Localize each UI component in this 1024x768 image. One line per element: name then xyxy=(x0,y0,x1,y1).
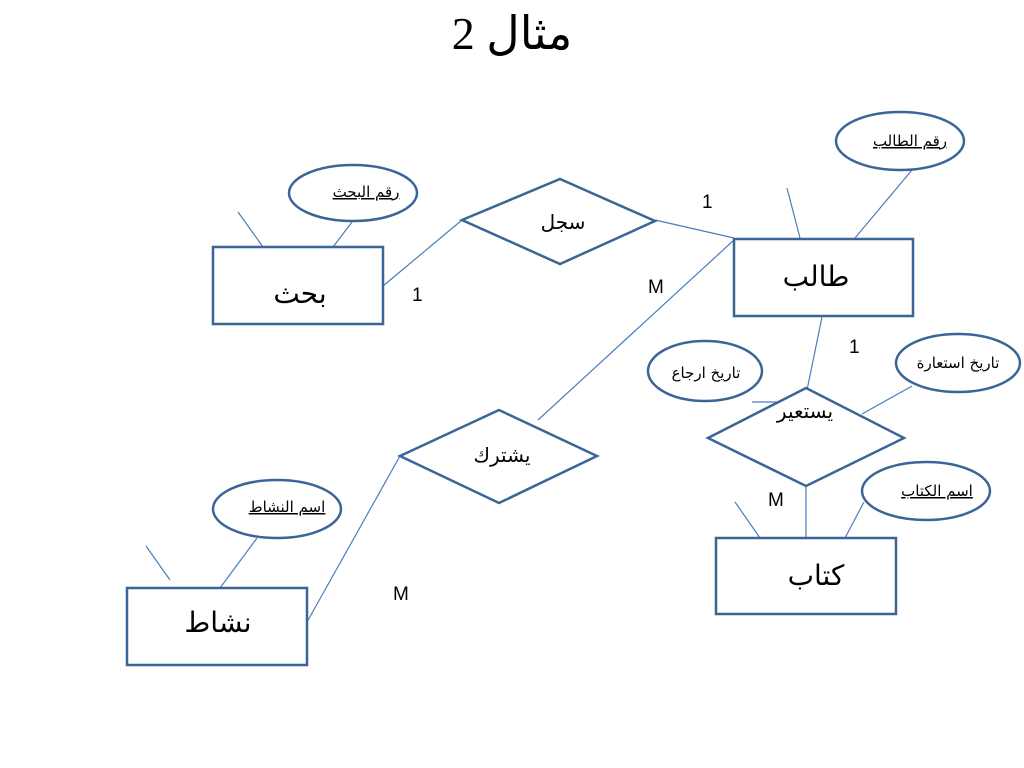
entity-activity[interactable]: نشاط xyxy=(125,586,309,667)
attribute-book-name[interactable]: اسم الكتاب xyxy=(860,460,992,522)
attribute-student-id-label: رقم الطالب xyxy=(873,132,947,150)
relationship-register[interactable]: سجل xyxy=(458,177,659,266)
line-extra-book xyxy=(734,501,761,539)
line-research-register xyxy=(382,219,463,287)
line-student-participate xyxy=(537,239,735,421)
attribute-research-id[interactable]: رقم البحث xyxy=(287,163,419,223)
cardinality-register-research: 1 xyxy=(412,285,423,306)
attribute-activity-name-label: اسم النشاط xyxy=(249,498,326,516)
line-participate-activity xyxy=(306,455,401,623)
line-studentid-student xyxy=(854,169,913,239)
connector-lines xyxy=(145,169,913,623)
entity-student-label: طالب xyxy=(783,260,850,293)
line-extra-research xyxy=(237,211,264,248)
attribute-return-date-label: تاريخ ارجاع xyxy=(672,364,741,382)
line-register-student xyxy=(654,219,735,239)
entity-research[interactable]: بحث xyxy=(211,245,385,326)
relationship-participate[interactable]: يشترك xyxy=(397,408,600,505)
entity-book[interactable]: كتاب xyxy=(714,536,898,616)
relationship-borrow[interactable]: يستعير xyxy=(705,386,907,488)
entity-book-label: كتاب xyxy=(788,559,845,592)
line-bookname-book xyxy=(844,501,865,539)
attribute-activity-name[interactable]: اسم النشاط xyxy=(211,478,343,540)
line-borrowdate-borrow xyxy=(861,385,913,415)
entity-activity-label: نشاط xyxy=(184,606,251,639)
line-extra-activity xyxy=(145,545,171,581)
slide-title: مثال 2 xyxy=(451,8,573,59)
attribute-borrow-date[interactable]: تاريخ استعارة xyxy=(894,332,1022,394)
entity-student[interactable]: طالب xyxy=(732,237,915,318)
line-activityname-activity xyxy=(219,537,258,589)
relationship-participate-label: يشترك xyxy=(474,443,531,467)
line-researchid-research xyxy=(332,221,353,248)
attribute-book-name-label: اسم الكتاب xyxy=(901,482,973,500)
cardinality-labels: 1 1 M M 1 M xyxy=(393,192,860,605)
line-student-borrow xyxy=(805,316,823,396)
relationship-borrow-label: يستعير xyxy=(776,399,833,423)
relationship-register-label: سجل xyxy=(541,210,586,234)
cardinality-borrow-student: 1 xyxy=(849,337,860,358)
attribute-return-date[interactable]: تاريخ ارجاع xyxy=(646,339,764,403)
cardinality-participate-activity: M xyxy=(393,584,409,605)
cardinality-participate-student: M xyxy=(648,277,664,298)
entity-research-label: بحث xyxy=(273,277,326,310)
cardinality-register-student: 1 xyxy=(702,192,713,213)
attribute-borrow-date-label: تاريخ استعارة xyxy=(917,354,1000,372)
cardinality-borrow-book: M xyxy=(768,490,784,511)
attribute-research-id-label: رقم البحث xyxy=(333,183,400,201)
line-extra-student xyxy=(786,187,801,239)
attribute-student-id[interactable]: رقم الطالب xyxy=(834,110,966,172)
